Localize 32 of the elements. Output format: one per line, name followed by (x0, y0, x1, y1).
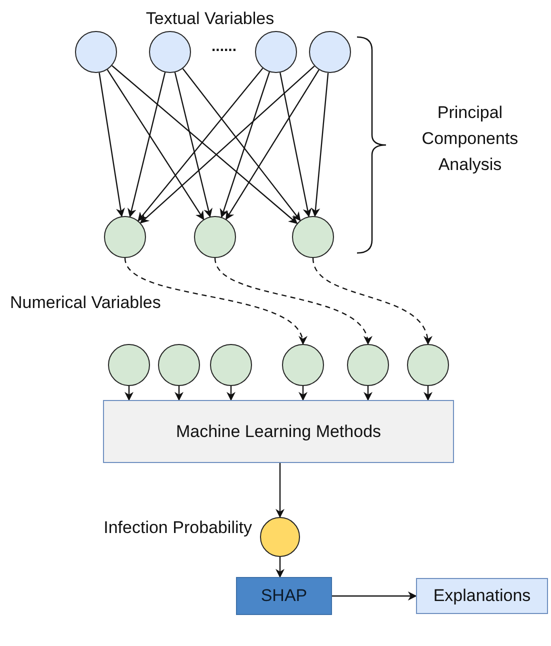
group-label: Numerical Variables (10, 292, 161, 314)
arrow (174, 72, 212, 218)
arrow (276, 463, 284, 518)
arrow (98, 72, 125, 218)
arrow (124, 386, 134, 401)
arrow (128, 72, 166, 218)
arrow (364, 386, 372, 401)
process-box: SHAP (236, 577, 332, 615)
arrow (276, 557, 284, 578)
arrow (174, 386, 184, 401)
dashed-arrow (214, 258, 370, 345)
arrow (311, 72, 329, 217)
dashed-arrow (312, 258, 431, 345)
arrow (140, 66, 315, 224)
group-label: Textual Variables (144, 8, 276, 30)
arrow (182, 68, 301, 222)
arrow (280, 72, 312, 218)
arrow (226, 386, 236, 401)
arrow (298, 386, 308, 401)
arrow (220, 72, 270, 218)
arrow (112, 65, 298, 224)
arrow (106, 69, 204, 220)
arrow (138, 68, 264, 222)
arrow (332, 592, 417, 600)
process-box: Machine Learning Methods (103, 400, 454, 463)
result-box: Explanations (416, 578, 548, 614)
arrow (226, 70, 320, 220)
group-label: Principal Components Analysis (420, 102, 520, 176)
node-caption: Infection Probability (104, 517, 252, 539)
arrow (424, 386, 432, 401)
dashed-arrow (124, 258, 306, 345)
ellipsis-text: ...... (210, 37, 238, 57)
